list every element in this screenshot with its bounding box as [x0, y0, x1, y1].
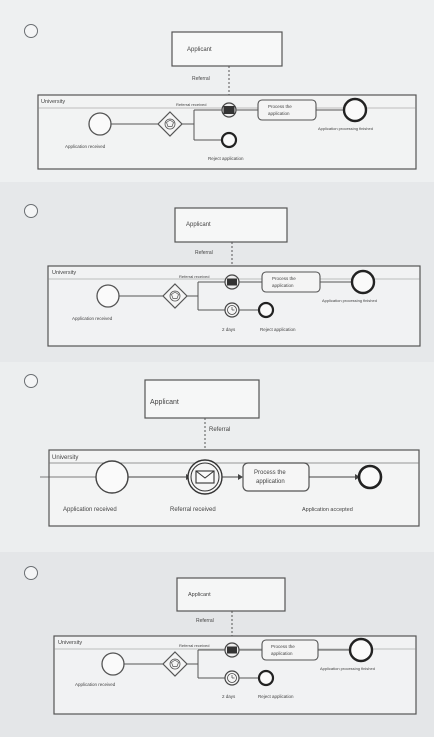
application-received-label: Application received: [75, 682, 116, 687]
applicant-label: Applicant: [186, 222, 211, 228]
university-label: University: [52, 455, 78, 461]
referral-label: Referral: [192, 76, 210, 82]
timer-label: 2 days: [222, 694, 236, 699]
process-task-label-line2: application: [268, 111, 290, 116]
end-event-reject: [220, 131, 238, 149]
end-event-label: Application processing finished: [320, 666, 375, 671]
end-event-finished: [342, 97, 368, 123]
answer-option-1[interactable]: Applicant Referral University Applicatio…: [0, 0, 434, 182]
university-label: University: [58, 640, 82, 646]
process-task-label-line2: application: [256, 479, 285, 485]
end-event-label: Application processing finished: [322, 298, 377, 303]
end-event-finished: [348, 637, 374, 663]
radio-button-option-1[interactable]: [24, 24, 38, 38]
referral-received-label: Referral received: [170, 507, 216, 513]
reject-application-label: Reject application: [258, 694, 294, 699]
end-event-reject: [257, 301, 275, 319]
university-label: University: [52, 270, 76, 276]
start-event: [96, 284, 120, 308]
process-task-label-line2: application: [271, 651, 293, 656]
end-event-label: Application accepted: [302, 507, 353, 513]
university-label: University: [41, 99, 65, 105]
event-based-gateway: [162, 651, 188, 677]
event-based-gateway: [162, 283, 188, 309]
applicant-pool: [171, 31, 283, 67]
start-event: [95, 460, 129, 494]
applicant-pool: [144, 379, 260, 419]
end-event-reject: [257, 669, 275, 687]
radio-button-option-2[interactable]: [24, 204, 38, 218]
applicant-pool: [176, 577, 286, 612]
process-task-label-line1: Process the: [268, 104, 292, 109]
radio-button-option-4[interactable]: [24, 566, 38, 580]
applicant-label: Applicant: [187, 47, 212, 53]
process-task-label-line1: Process the: [272, 276, 296, 281]
end-event-finished: [350, 269, 376, 295]
process-application-task: [257, 99, 317, 121]
start-event: [101, 652, 125, 676]
applicant-label: Applicant: [150, 399, 179, 406]
process-application-task: [261, 639, 319, 661]
application-received-label: Application received: [63, 507, 117, 513]
bpmn-diagram-option-1: Applicant Referral University Applicatio…: [37, 31, 417, 170]
referral-received-label: Referral received: [179, 643, 209, 648]
event-based-gateway: [157, 111, 183, 137]
bpmn-diagram-option-2: Applicant Referral University Applicatio…: [47, 207, 421, 347]
referral-label: Referral: [196, 618, 214, 624]
process-task-label-line2: application: [272, 283, 294, 288]
referral-label: Referral: [195, 250, 213, 256]
bpmn-diagram-option-3: Applicant Referral University Applicatio…: [40, 379, 420, 527]
start-event: [88, 112, 112, 136]
answer-option-4[interactable]: Applicant Referral University Applicatio…: [0, 552, 434, 737]
applicant-label: Applicant: [188, 592, 211, 598]
referral-label: Referral: [209, 427, 230, 433]
reject-application-label: Reject application: [208, 156, 244, 161]
referral-received-label: Referral received: [179, 274, 209, 279]
end-event-accepted: [357, 464, 383, 490]
application-received-label: Application received: [65, 144, 106, 149]
answer-option-2[interactable]: Applicant Referral University Applicatio…: [0, 182, 434, 362]
process-application-task: [261, 271, 321, 293]
application-received-label: Application received: [72, 316, 113, 321]
process-task-label-line1: Process the: [271, 644, 295, 649]
bpmn-diagram-option-4: Applicant Referral University Applicatio…: [53, 577, 417, 715]
reject-application-label: Reject application: [260, 327, 296, 332]
process-task-label-line1: Process the: [254, 470, 286, 476]
timer-label: 2 days: [222, 327, 236, 332]
answer-option-3[interactable]: Applicant Referral University Applicatio…: [0, 362, 434, 552]
referral-received-label: Referral received: [176, 102, 206, 107]
process-application-task: [242, 462, 310, 492]
radio-button-option-3[interactable]: [24, 374, 38, 388]
applicant-pool: [174, 207, 288, 243]
end-event-label: Application processing finished: [318, 126, 373, 131]
